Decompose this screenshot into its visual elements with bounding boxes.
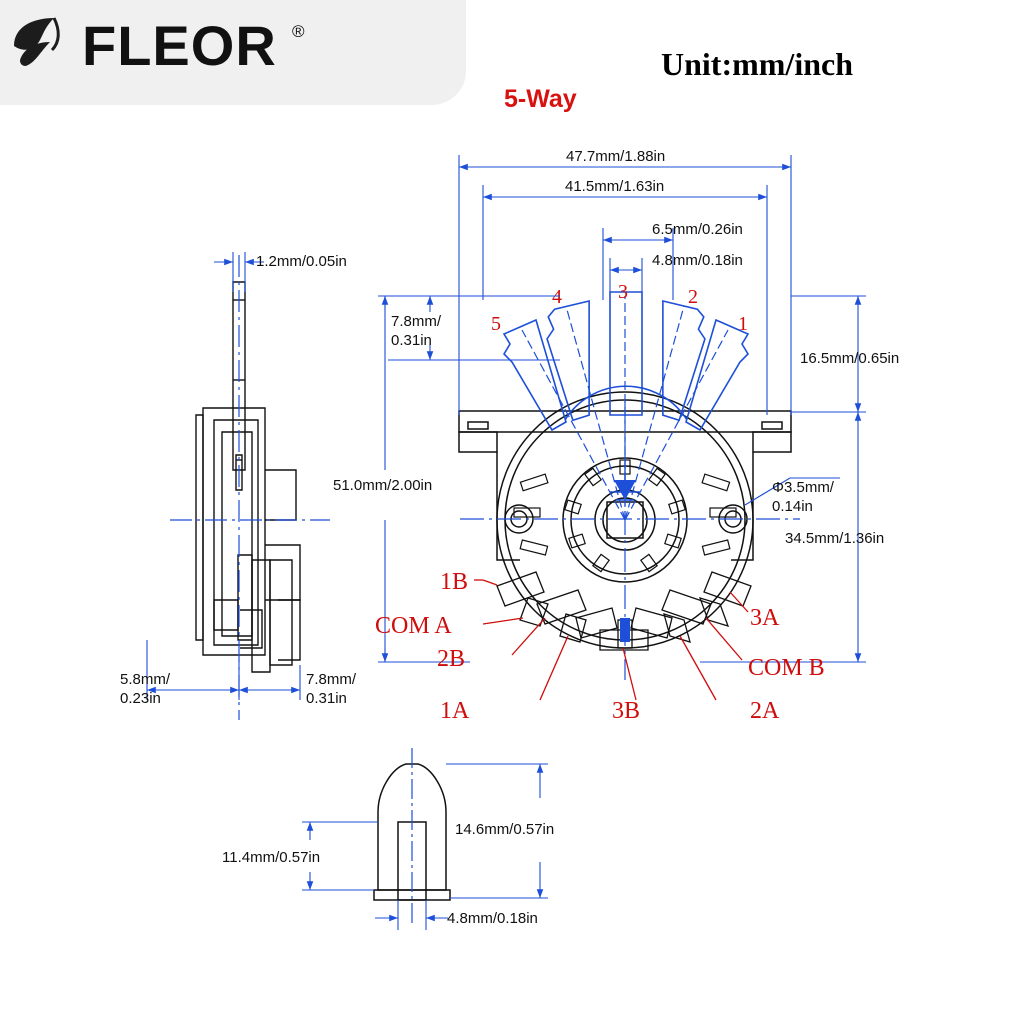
dim-left-small-line1: 7.8mm/ <box>391 313 442 330</box>
terminal-label-com-a: COM A <box>375 613 452 639</box>
front-plan-view <box>458 391 800 680</box>
front-view-dimensions: 47.7mm/1.88in 41.5mm/1.63in 6.5mm/0.26in… <box>388 148 899 663</box>
dim-16-5: 16.5mm/0.65in <box>800 350 899 367</box>
knob-section-view <box>373 748 451 925</box>
switch-blades-fan <box>502 291 750 521</box>
knob-dimensions: 14.6mm/0.57in 11.4mm/0.57in 4.8mm/0.18in <box>222 763 554 930</box>
dim-side-right-line2: 0.31in <box>306 690 347 707</box>
terminal-label-3b: 3B <box>612 698 640 724</box>
terminal-label-2a: 2A <box>750 698 780 724</box>
leaf-logo-icon <box>14 17 60 66</box>
logo-plate <box>0 0 466 105</box>
side-view-dimensions: 1.2mm/0.05in 5.8mm/ 0.23in 7.8mm/ 0.31in… <box>120 252 470 707</box>
switch-position-5: 5 <box>491 313 501 335</box>
dim-34-5: 34.5mm/1.36in <box>785 530 884 547</box>
way-label: 5-Way <box>504 85 577 113</box>
dim-knob-height: 14.6mm/0.57in <box>455 821 554 838</box>
switch-position-1: 1 <box>738 313 748 335</box>
dim-side-left-line1: 5.8mm/ <box>120 671 171 688</box>
side-profile-view <box>170 255 330 720</box>
terminal-callouts <box>474 579 749 701</box>
dim-knob-body: 11.4mm/0.57in <box>222 849 320 866</box>
dim-4-8: 4.8mm/0.18in <box>652 252 743 269</box>
dim-hole-line2: 0.14in <box>772 498 813 515</box>
switch-position-2: 2 <box>688 286 698 308</box>
brand-wordmark: FLEOR <box>82 14 277 77</box>
switch-position-4: 4 <box>552 286 562 308</box>
terminal-label-com-b: COM B <box>748 655 825 681</box>
dim-41-5: 41.5mm/1.63in <box>565 178 664 195</box>
terminal-label-1a: 1A <box>440 698 470 724</box>
terminal-label-1b: 1B <box>440 569 468 595</box>
dim-knob-bore: 4.8mm/0.18in <box>447 910 538 927</box>
terminal-label-2b: 2B <box>437 646 465 672</box>
dim-left-small-line2: 0.31in <box>391 332 432 349</box>
dim-6-5: 6.5mm/0.26in <box>652 221 743 238</box>
dim-overall-height: 51.0mm/2.00in <box>333 477 432 494</box>
terminal-label-3a: 3A <box>750 605 780 631</box>
dim-side-right-line1: 7.8mm/ <box>306 671 357 688</box>
dim-side-left-line2: 0.23in <box>120 690 161 707</box>
dim-shaft-width: 1.2mm/0.05in <box>256 253 347 270</box>
dim-hole-line1: Φ3.5mm/ <box>772 479 835 496</box>
dim-47-7: 47.7mm/1.88in <box>566 148 665 165</box>
registered-mark: ® <box>292 22 305 41</box>
unit-label: Unit:mm/inch <box>661 46 853 82</box>
switch-position-3: 3 <box>618 281 628 303</box>
